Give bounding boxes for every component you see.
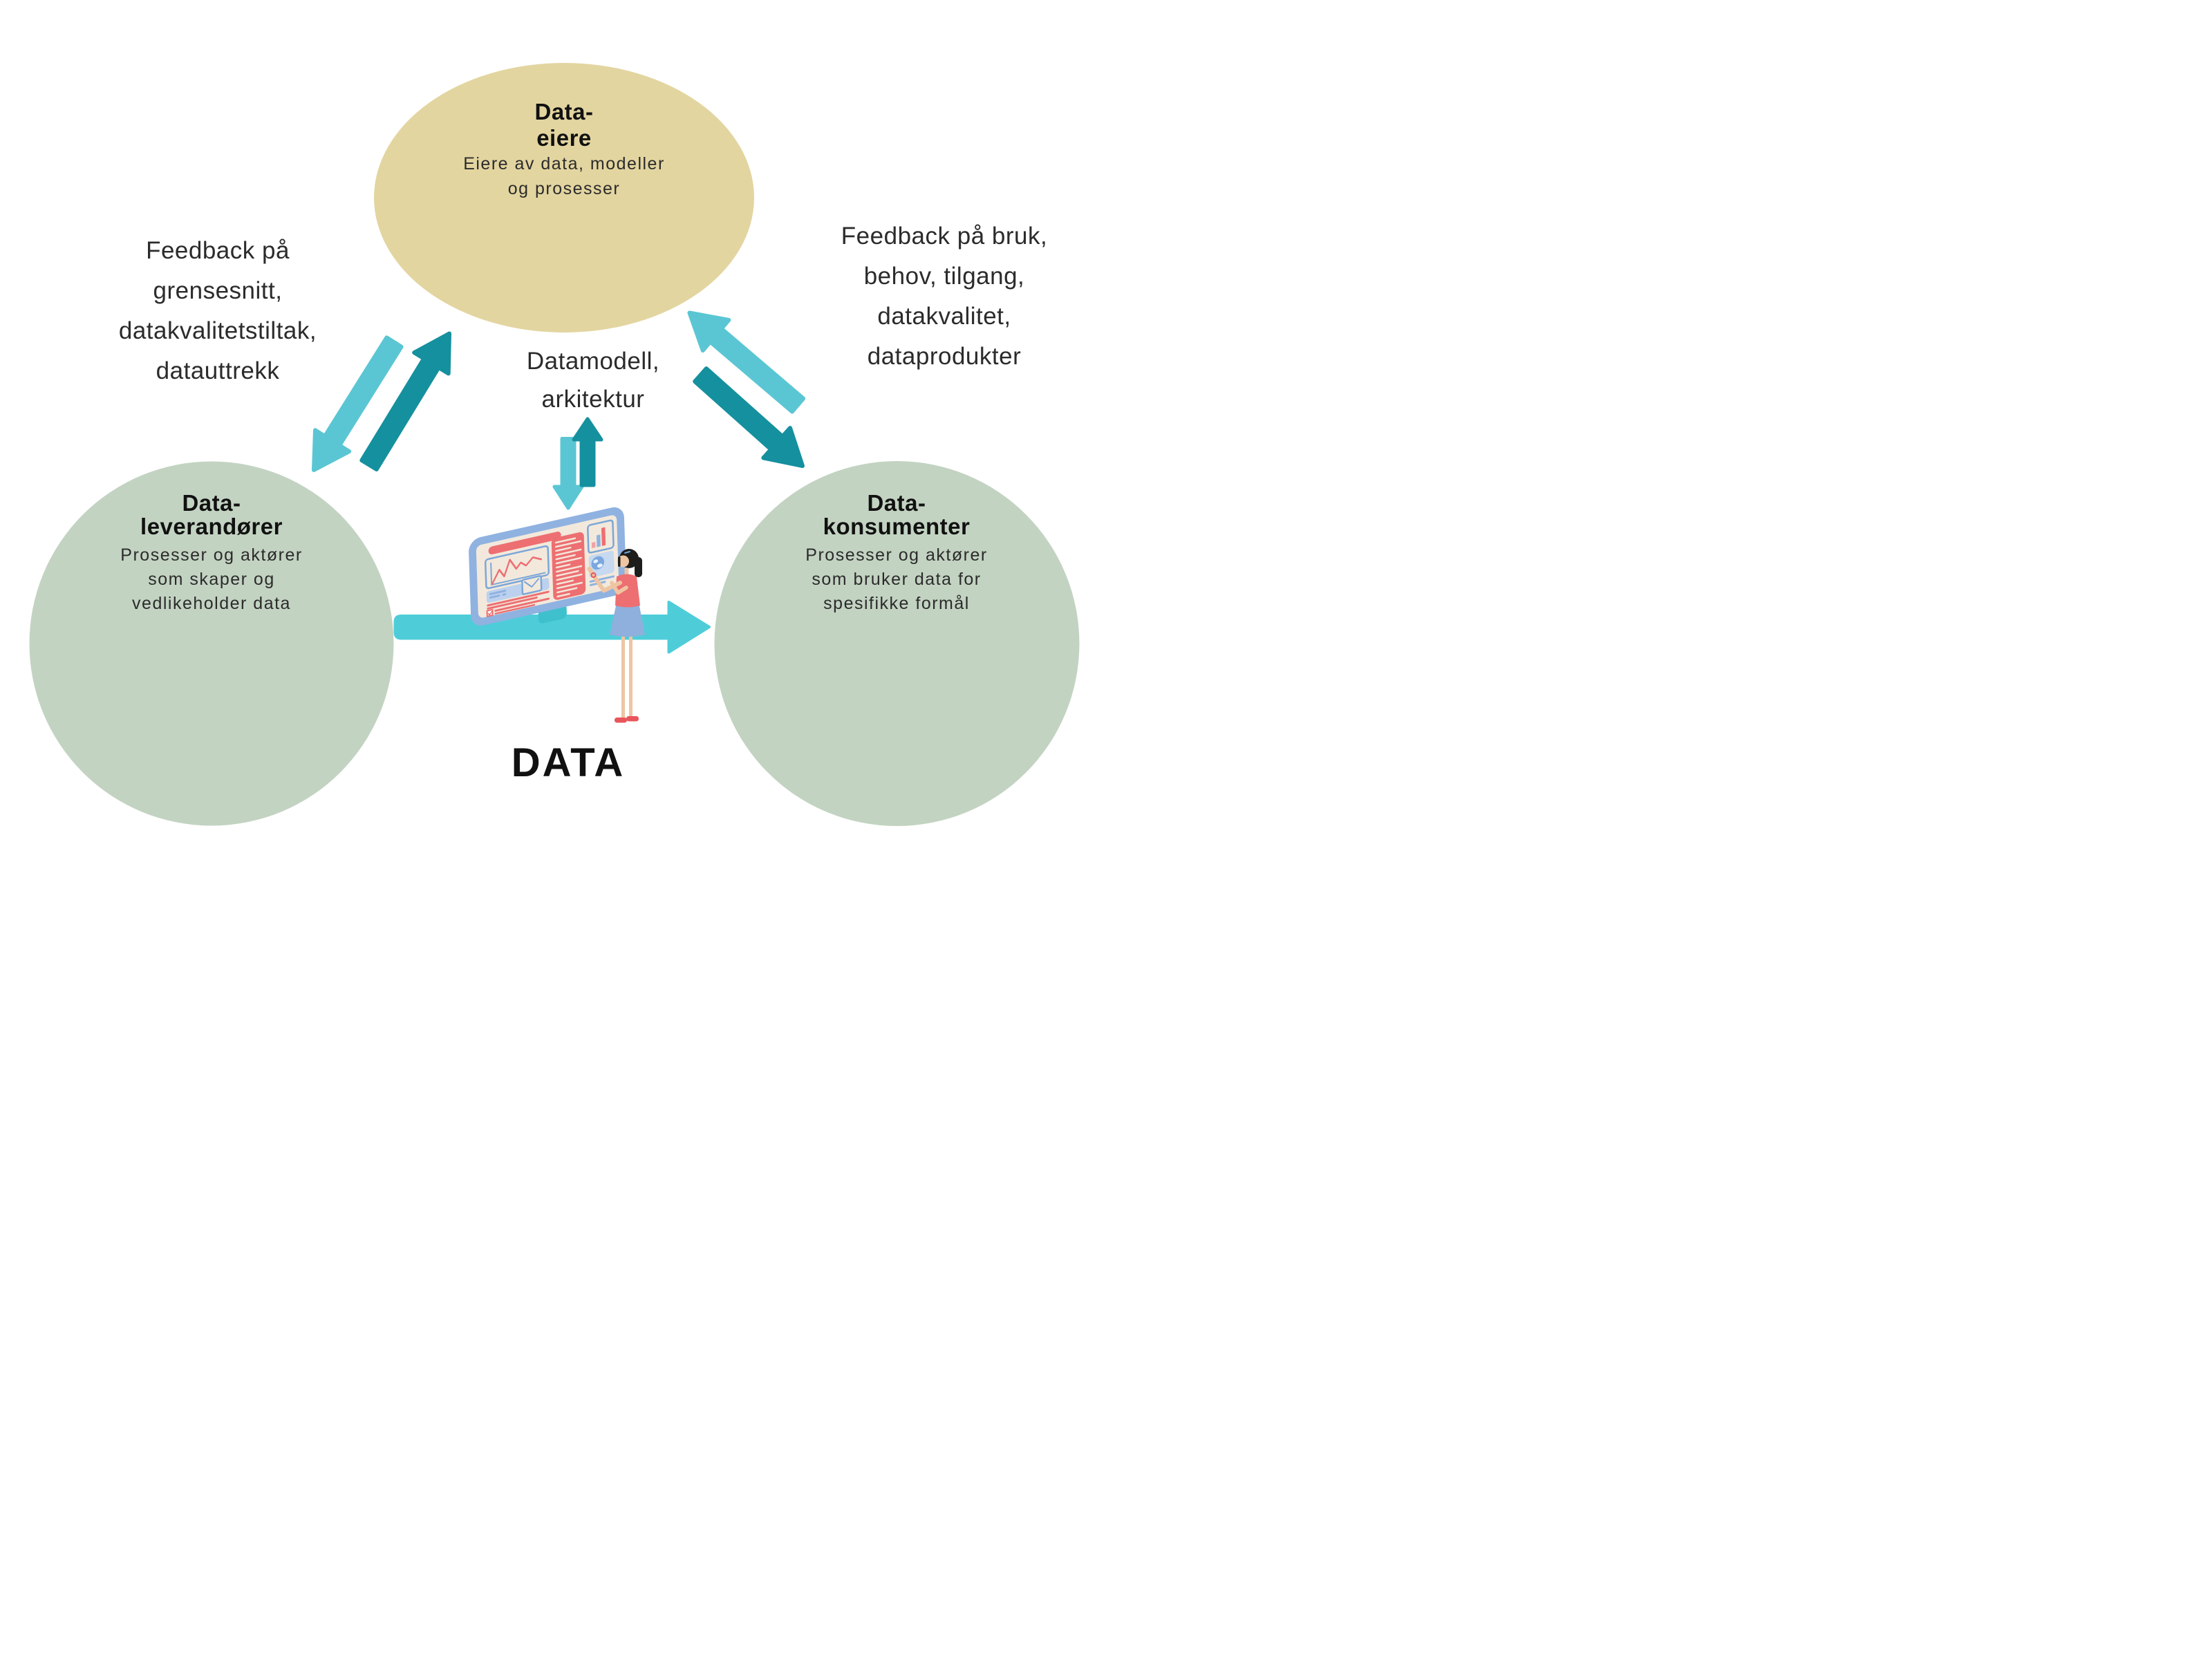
- left-feedback-annotation: Feedback på grensesnitt, datakvalitetsti…: [119, 231, 317, 391]
- data-caption: DATA: [511, 740, 626, 785]
- right-feedback-line: behov, tilgang,: [863, 263, 1025, 290]
- woman-figure: [587, 549, 645, 723]
- arrow-owners-to-consumers: [693, 366, 805, 468]
- suppliers-body-line: vedlikeholder data: [132, 594, 291, 613]
- checkbox-icon: [486, 597, 550, 617]
- woman-leg-right: [629, 635, 632, 718]
- woman-hair-bob: [635, 557, 642, 577]
- arrow-owners-to-suppliers: [312, 335, 404, 472]
- center-model-annotation: Datamodell, arkitektur: [527, 342, 659, 418]
- suppliers-title-line: leverandører: [140, 514, 283, 539]
- bar-chart-icon: [587, 519, 615, 554]
- left-feedback-line: datauttrekk: [156, 357, 280, 384]
- data-suppliers-circle: [29, 461, 394, 826]
- dashboard-header-bar: [488, 532, 561, 554]
- woman-shoe-left: [615, 718, 627, 723]
- suppliers-body-line: som skaper og: [148, 570, 275, 589]
- owners-title-line: eiere: [536, 125, 592, 151]
- right-feedback-annotation: Feedback på bruk, behov, tilgang, datakv…: [841, 216, 1047, 377]
- dashboard-illustration: [469, 507, 626, 626]
- woman-leg-left: [621, 635, 625, 719]
- consumers-title-line: Data-: [867, 490, 926, 516]
- left-feedback-line: grensesnitt,: [153, 277, 283, 304]
- data-suppliers-node-text: Data- leverandører Prosesser og aktører …: [120, 491, 302, 616]
- globe-icon: [588, 550, 615, 578]
- woman-skirt: [610, 604, 645, 637]
- data-flow-diagram: Data- eiere Eiere av data, modeller og p…: [0, 0, 1106, 830]
- right-feedback-line: dataprodukter: [867, 343, 1022, 370]
- data-consumers-circle: [714, 461, 1080, 826]
- consumers-title-line: konsumenter: [823, 514, 971, 539]
- woman-hairpin: [624, 551, 630, 554]
- center-model-line: Datamodell,: [526, 348, 660, 375]
- woman-second-arm: [610, 581, 628, 595]
- arrow-model-up: [572, 417, 603, 487]
- right-feedback-line: datakvalitet,: [877, 303, 1011, 330]
- owners-suppliers-arrow-pair: [312, 331, 451, 472]
- envelope-icon: [521, 575, 543, 595]
- woman-shoe-right: [626, 716, 639, 722]
- arrow-model-down: [552, 437, 584, 510]
- owners-body-line: Eiere av data, modeller: [463, 154, 665, 174]
- arrow-suppliers-to-owners: [359, 331, 451, 471]
- owners-title-line: Data-: [534, 99, 594, 124]
- suppliers-title-line: Data-: [182, 490, 241, 516]
- owners-body-line: og prosesser: [507, 179, 621, 198]
- arrow-suppliers-to-consumers: [393, 601, 711, 654]
- message-panel: [486, 575, 550, 603]
- center-model-line: arkitektur: [541, 386, 645, 413]
- left-feedback-line: Feedback på: [146, 237, 290, 264]
- data-owners-node-text: Data- eiere Eiere av data, modeller og p…: [463, 99, 665, 201]
- consumers-body-line: som bruker data for: [812, 570, 982, 589]
- woman-hair-strand: [618, 556, 621, 567]
- suppliers-body-line: Prosesser og aktører: [120, 545, 303, 565]
- consumers-body-line: spesifikke formål: [823, 594, 970, 613]
- woman-bracelet: [590, 572, 597, 578]
- left-feedback-line: datakvalitetstiltak,: [118, 317, 317, 344]
- data-consumers-node-text: Data- konsumenter Prosesser og aktører s…: [805, 491, 987, 616]
- right-feedback-line: Feedback på bruk,: [841, 223, 1048, 250]
- owners-data-arrow-pair: [552, 417, 603, 510]
- arrow-consumers-to-owners: [687, 310, 806, 414]
- consumers-body-line: Prosesser og aktører: [805, 545, 988, 565]
- article-panel: [551, 532, 586, 600]
- diagram-canvas: [29, 63, 1080, 826]
- woman-neck: [624, 568, 629, 575]
- owners-consumers-arrow-pair: [687, 310, 806, 468]
- data-owners-ellipse: [374, 63, 754, 332]
